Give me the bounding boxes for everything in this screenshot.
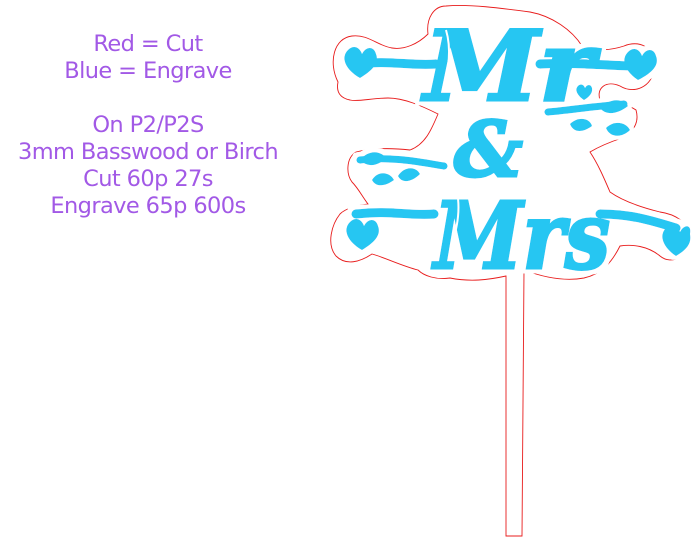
cut-settings-line: Cut 60p 27s (83, 166, 213, 192)
machine-line: On P2/P2S (92, 112, 204, 138)
heart-top-right-icon (624, 49, 657, 80)
heart-bottom-right-icon (662, 225, 691, 256)
engrave-settings-line: Engrave 65p 600s (50, 193, 246, 219)
legend-cut: Red = Cut (93, 31, 203, 57)
word-mr: Mr (421, 10, 601, 123)
heart-top-left-icon (344, 47, 377, 78)
leaf-left-icon (360, 152, 420, 186)
engrave-layer: Mr & Mrs (344, 9, 691, 292)
leaf-right-icon (570, 100, 630, 136)
small-heart-icon (576, 84, 593, 100)
heart-bottom-left-icon (346, 219, 379, 250)
word-mrs: Mrs (431, 182, 610, 290)
instructions-text: Red = Cut Blue = Engrave On P2/P2S 3mm B… (0, 31, 296, 220)
inner-lines (443, 29, 460, 253)
cut-outline (330, 5, 691, 537)
legend-engrave: Blue = Engrave (64, 58, 232, 84)
ampersand: & (454, 105, 523, 194)
material-line: 3mm Basswood or Birch (18, 139, 279, 165)
